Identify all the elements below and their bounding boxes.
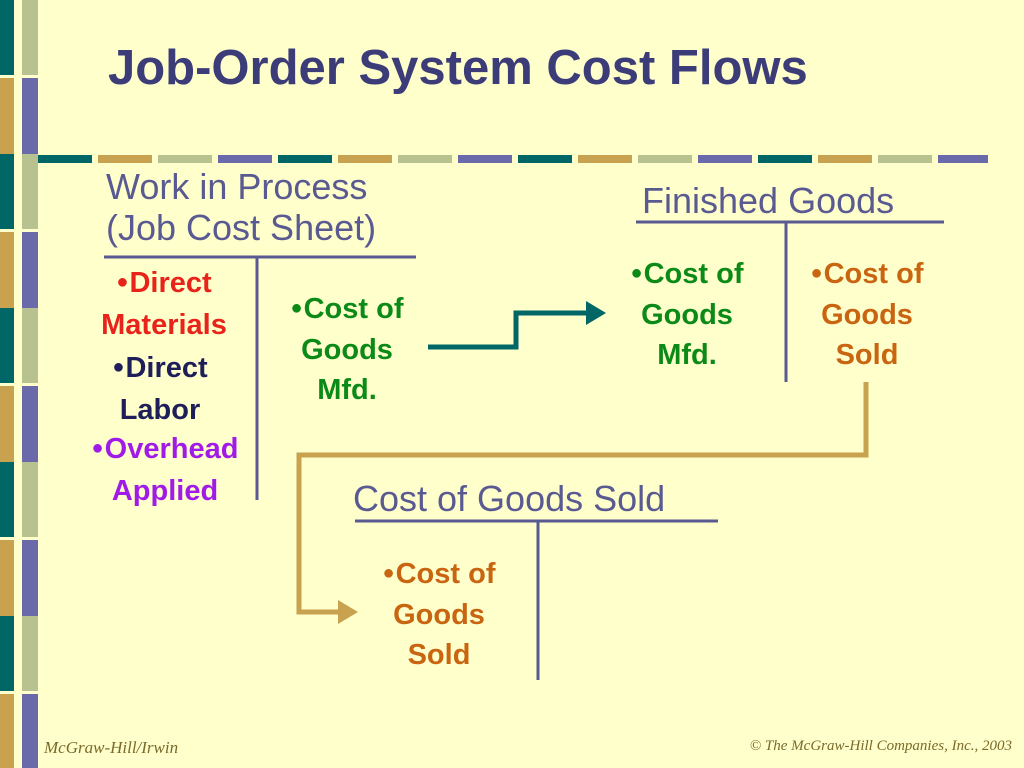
bullet-icon: ● <box>112 356 125 378</box>
bullet-icon: ● <box>382 562 395 584</box>
fg-to-cogs-arrow <box>296 382 869 615</box>
wip-debit-overhead-applied: ●Overhead Applied <box>91 433 239 508</box>
wip-account-title: Work in Process (Job Cost Sheet) <box>106 166 376 249</box>
bullet-icon: ● <box>116 271 129 293</box>
footer-copyright: © The McGraw-Hill Companies, Inc., 2003 <box>749 738 1012 754</box>
wip-to-fg-arrowhead <box>586 301 606 325</box>
decorative-divider-rule <box>38 155 988 163</box>
wip-credit-cost-of-goods-mfd: ●Cost of Goods Mfd. <box>290 293 404 407</box>
bullet-icon: ● <box>91 437 104 459</box>
wip-debit-direct-materials: ●Direct Materials <box>101 267 227 342</box>
bullet-icon: ● <box>810 262 823 284</box>
finished-goods-account-title: Finished Goods <box>642 180 895 221</box>
wip-debit-direct-labor: ●Direct Labor <box>112 352 208 427</box>
fg-credit-cost-of-goods-sold: ●Cost of Goods Sold <box>810 258 924 372</box>
fg-debit-cost-of-goods-mfd: ●Cost of Goods Mfd. <box>630 258 744 372</box>
cogs-account-title: Cost of Goods Sold <box>353 478 666 519</box>
decorative-sidebar-stripes <box>0 0 38 768</box>
wip-to-fg-arrow <box>428 310 588 350</box>
fg-to-cogs-arrowhead <box>338 600 358 624</box>
bullet-icon: ● <box>290 297 303 319</box>
bullet-icon: ● <box>630 262 643 284</box>
footer-publisher: McGraw-Hill/Irwin <box>44 738 179 757</box>
wip-title-line2: (Job Cost Sheet) <box>106 207 377 249</box>
wip-title-line1: Work in Process <box>106 166 368 207</box>
slide-title: Job-Order System Cost Flows <box>108 41 808 95</box>
cogs-debit-cost-of-goods-sold: ●Cost of Goods Sold <box>382 558 496 672</box>
